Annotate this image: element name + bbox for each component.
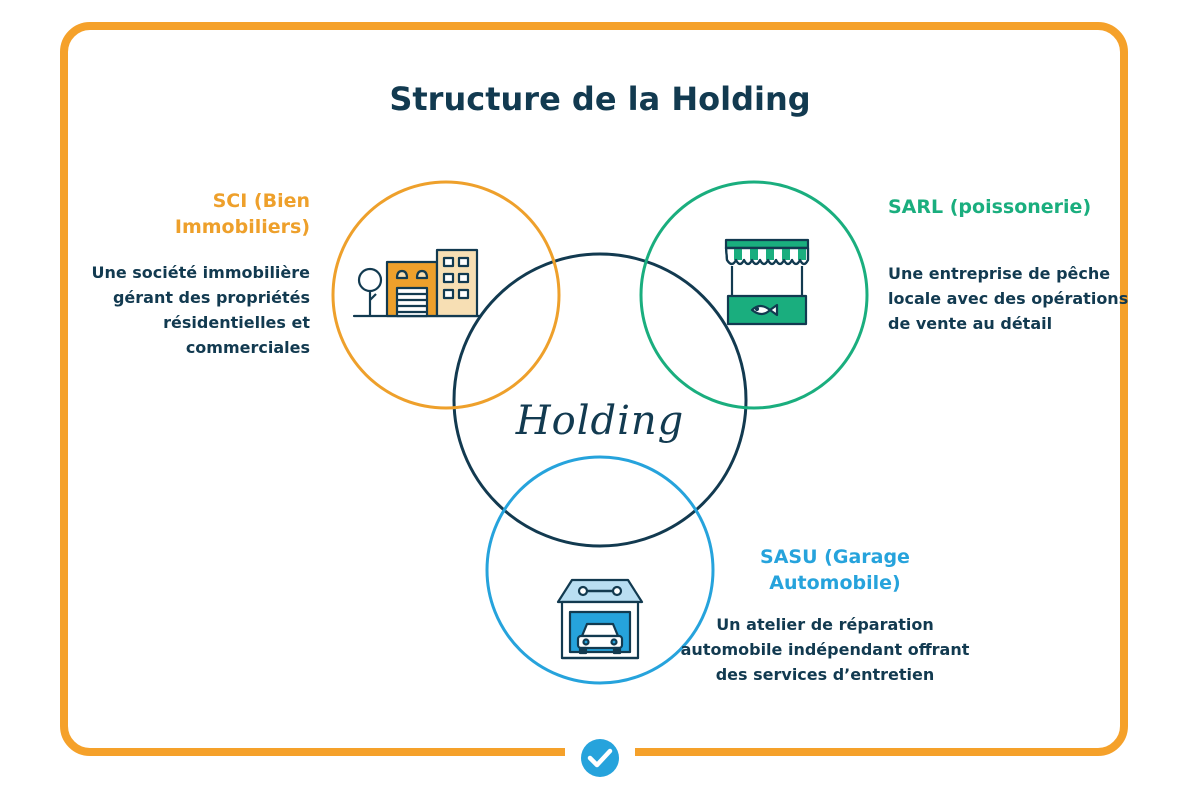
sarl-circle (639, 180, 869, 410)
sarl-description: Une entreprise de pêche locale avec des … (888, 264, 1129, 333)
fish-market-stall-icon (724, 238, 810, 326)
car-garage-icon (556, 578, 644, 660)
sarl-title: SARL (poissonerie) (888, 196, 1092, 218)
sci-description: Une société immobilière gérant des propr… (91, 263, 310, 357)
sasu-circle (485, 455, 715, 685)
sci-circle (331, 180, 561, 410)
checkmark-badge-icon (581, 739, 619, 777)
holding-label: Holding (515, 398, 685, 444)
sasu-description: Un atelier de réparation automobile indé… (680, 615, 970, 684)
sasu-title: SASU (Garage Automobile) (760, 546, 910, 594)
holding-circle (452, 252, 748, 548)
sci-title: SCI (Bien Immobiliers) (174, 190, 310, 238)
buildings-icon (352, 248, 482, 318)
page-title: Structure de la Holding (389, 80, 811, 118)
